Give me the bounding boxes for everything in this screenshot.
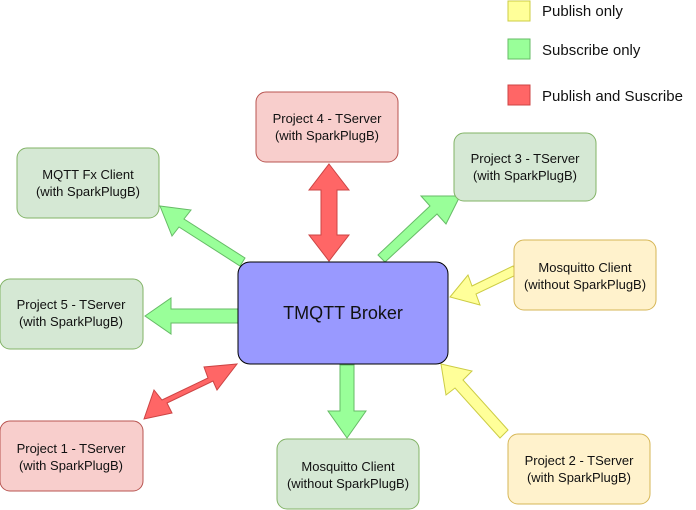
legend-both-swatch xyxy=(507,84,531,106)
node-mosquitto-publish-box xyxy=(513,239,657,311)
node-project1-box xyxy=(0,420,144,492)
node-project3-title: Project 3 - TServer xyxy=(471,151,581,166)
node-project1: Project 1 - TServer (with SparkPlugB) xyxy=(0,420,144,492)
node-mqtt-fx-subtitle: (with SparkPlugB) xyxy=(36,184,140,199)
connections xyxy=(143,163,519,439)
node-mosquitto-publish-title: Mosquitto Client xyxy=(538,260,632,275)
node-project2-box xyxy=(507,433,651,505)
node-project4-subtitle: (with SparkPlugB) xyxy=(275,128,379,143)
node-mosquitto-subscribe: Mosquitto Client (without SparkPlugB) xyxy=(276,438,420,510)
node-project5-title: Project 5 - TServer xyxy=(17,297,127,312)
node-project2: Project 2 - TServer (with SparkPlugB) xyxy=(507,433,651,505)
arrow-from-project2 xyxy=(440,363,509,439)
node-mosquitto-subscribe-subtitle: (without SparkPlugB) xyxy=(287,476,409,491)
node-mqtt-fx: MQTT Fx Client (with SparkPlugB) xyxy=(16,147,160,219)
node-mosquitto-publish-subtitle: (without SparkPlugB) xyxy=(524,277,646,292)
node-project5-box xyxy=(0,278,144,350)
legend: Publish only Subscribe only Publish and … xyxy=(507,0,683,106)
broker-label: TMQTT Broker xyxy=(283,303,403,323)
node-project2-title: Project 2 - TServer xyxy=(525,453,635,468)
arrow-project4-both xyxy=(307,163,351,262)
node-project1-subtitle: (with SparkPlugB) xyxy=(19,458,123,473)
node-project5: Project 5 - TServer (with SparkPlugB) xyxy=(0,278,144,350)
arrow-to-mosquitto-subscribe xyxy=(327,364,367,439)
arrow-to-project5 xyxy=(144,297,239,335)
node-project2-subtitle: (with SparkPlugB) xyxy=(527,470,631,485)
legend-publish-label: Publish only xyxy=(542,3,623,20)
node-mosquitto-subscribe-title: Mosquitto Client xyxy=(301,459,395,474)
arrow-to-mqtt-fx xyxy=(159,205,246,267)
node-project4: Project 4 - TServer (with SparkPlugB) xyxy=(255,91,399,163)
node-mosquitto-publish: Mosquitto Client (without SparkPlugB) xyxy=(513,239,657,311)
legend-both-label: Publish and Suscribe xyxy=(542,88,683,105)
node-project5-subtitle: (with SparkPlugB) xyxy=(19,314,123,329)
node-project3: Project 3 - TServer (with SparkPlugB) xyxy=(453,132,597,202)
node-mqtt-fx-box xyxy=(16,147,160,219)
node-project3-box xyxy=(453,132,597,202)
broker-node: TMQTT Broker xyxy=(237,261,449,365)
arrow-from-mosquitto-publish xyxy=(449,265,519,306)
node-project3-subtitle: (with SparkPlugB) xyxy=(473,168,577,183)
node-mqtt-fx-title: MQTT Fx Client xyxy=(42,167,134,182)
node-project1-title: Project 1 - TServer xyxy=(17,441,127,456)
legend-subscribe-swatch xyxy=(507,38,531,60)
arrow-to-project3 xyxy=(377,195,461,263)
node-project4-title: Project 4 - TServer xyxy=(273,111,383,126)
arrow-project1-both xyxy=(143,363,239,420)
node-mosquitto-subscribe-box xyxy=(276,438,420,510)
node-project4-box xyxy=(255,91,399,163)
legend-subscribe-label: Subscribe only xyxy=(542,42,641,59)
legend-publish-swatch xyxy=(507,0,531,22)
broker-box xyxy=(237,261,449,365)
